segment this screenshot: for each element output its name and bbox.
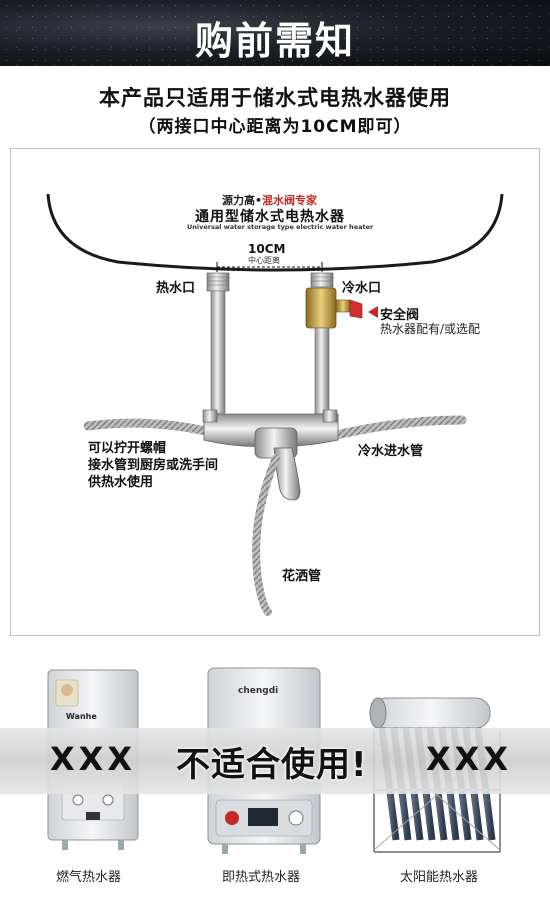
diagram-frame — [10, 148, 540, 636]
cold-inlet-label: 冷水进水管 — [358, 444, 424, 459]
cross-mark-gas: XXX — [50, 740, 137, 778]
top-banner: 购前需知 — [0, 0, 550, 66]
brand-slogan: 混水阀专家 — [262, 194, 318, 207]
not-suitable-text: 不适合使用! — [176, 745, 368, 785]
hot-outlet-label: 热水口 — [156, 281, 196, 296]
subline: （两接口中心距离为10CM即可） — [138, 117, 412, 137]
hot-note-line: 供热水使用 — [88, 475, 154, 490]
distance-sub-label: 中心距离 — [248, 256, 280, 265]
hot-outlet-note: 可以拧开螺帽 接水管到厨房或洗手间 供热水使用 — [88, 440, 218, 491]
cold-outlet-fitting — [310, 272, 334, 288]
brand-name: 源力高 — [222, 194, 255, 207]
cross-mark-solar: XXX — [426, 740, 513, 778]
caption-instant-heater: 即热式热水器 — [222, 870, 301, 885]
water-heater-tank-outline — [46, 193, 504, 272]
safety-valve-label: 安全阀 — [380, 308, 420, 323]
not-suitable-strip — [0, 728, 550, 794]
cold-vertical-pipe — [314, 327, 330, 415]
safety-valve-note: 热水器配有/或选配 — [380, 322, 481, 336]
cold-outlet-label: 冷水口 — [342, 281, 382, 296]
caption-solar-heater: 太阳能热水器 — [400, 870, 479, 885]
shower-hose — [252, 454, 280, 616]
cold-hose-right — [327, 415, 467, 441]
hot-vertical-pipe — [210, 290, 226, 414]
mixing-valve — [202, 409, 339, 501]
gas-heater-brand: Wanhe — [66, 712, 97, 721]
product-title-en: Universal water storage type electric wa… — [187, 223, 374, 231]
instant-heater-brand: chengdi — [238, 686, 279, 696]
safety-valve — [305, 287, 378, 329]
hot-note-line: 接水管到厨房或洗手间 — [88, 458, 219, 473]
banner-title: 购前需知 — [194, 19, 355, 63]
hot-hose-left — [83, 418, 215, 437]
brand-label: 源力高•混水阀专家 — [222, 194, 318, 207]
distance-label: 10CM — [248, 242, 286, 256]
starry-background — [0, 0, 550, 66]
headline: 本产品只适用于储水式电热水器使用 — [99, 86, 451, 110]
hot-note-line: 可以拧开螺帽 — [88, 441, 167, 456]
hot-outlet-fitting — [206, 272, 230, 292]
shower-hose-label: 花洒管 — [282, 569, 322, 584]
caption-gas-heater: 燃气热水器 — [56, 870, 122, 885]
product-title: 通用型储水式电热水器 — [195, 209, 345, 225]
